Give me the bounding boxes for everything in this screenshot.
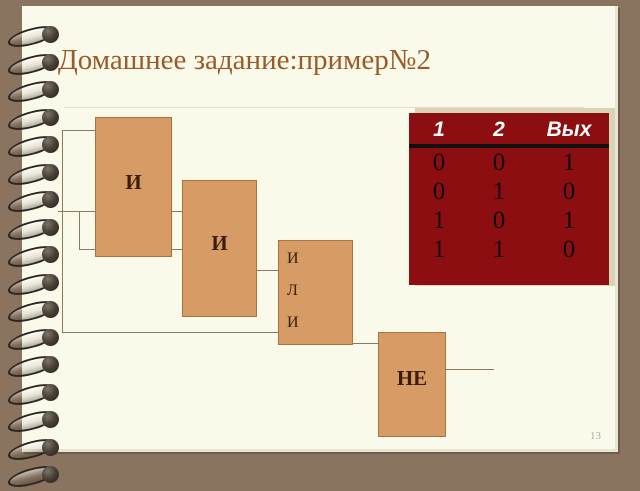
- gate-or-label-line-3: И: [287, 314, 299, 331]
- spiral-ring-bead: [42, 81, 59, 98]
- spiral-ring-bead: [42, 26, 59, 43]
- table-row: 1 1 0: [409, 235, 609, 264]
- spiral-binding: [0, 0, 70, 491]
- cell-in2: 1: [492, 178, 506, 205]
- page-title: Домашнее задание:пример№2: [58, 44, 431, 76]
- gate-and-2[interactable]: И: [182, 180, 257, 317]
- spiral-ring-icon: [8, 22, 64, 51]
- wire-and1-out: [172, 211, 182, 212]
- table-row: 0 1 0: [409, 177, 609, 206]
- title-divider: [64, 107, 584, 108]
- spiral-ring-icon: [8, 214, 64, 244]
- wire-and2-out-to-or: [257, 270, 278, 271]
- cell-in1: 1: [432, 207, 446, 234]
- spiral-ring-bead: [42, 301, 59, 318]
- spiral-ring-icon: [8, 104, 64, 134]
- spiral-ring-icon: [8, 77, 64, 106]
- spiral-ring-icon: [8, 297, 64, 326]
- spiral-ring-bead: [42, 136, 59, 153]
- gate-or-label-line-1: И: [287, 250, 299, 267]
- cell-in2: 1: [492, 236, 506, 263]
- spiral-ring-bead: [42, 218, 59, 236]
- cell-out: 1: [562, 207, 576, 234]
- wire-input2-mid: [58, 211, 96, 212]
- wire-input2-vertical: [79, 211, 80, 250]
- wire-not-output: [446, 369, 494, 370]
- gate-or[interactable]: И Л И: [278, 240, 353, 345]
- logic-circuit-diagram: И И И Л И НЕ: [58, 117, 494, 437]
- spiral-ring-icon: [8, 324, 64, 354]
- spiral-ring-icon: [8, 132, 64, 161]
- cell-out: 1: [562, 149, 576, 176]
- gate-not[interactable]: НЕ: [378, 332, 446, 437]
- spiral-ring-icon: [8, 462, 64, 491]
- spiral-ring-icon: [8, 379, 64, 409]
- cell-out: 0: [562, 178, 576, 205]
- spiral-ring-icon: [8, 352, 64, 381]
- table-header-input-2: 2: [493, 118, 505, 141]
- spiral-ring-icon: [8, 187, 64, 216]
- wire-input1-top: [62, 130, 96, 131]
- spiral-ring-icon: [8, 269, 64, 299]
- spiral-ring-bead: [42, 411, 59, 428]
- spiral-ring-bead: [42, 53, 59, 71]
- slide-canvas: Домашнее задание:пример№2 1 2 Вых 0 0 1 …: [0, 0, 618, 491]
- spiral-ring-bead: [42, 328, 59, 346]
- truth-table: 1 2 Вых 0 0 1 0 1 0 1 0: [409, 113, 609, 285]
- gate-or-label-line-2: Л: [287, 282, 298, 299]
- wire-input1-to-or: [62, 332, 279, 333]
- spiral-ring-icon: [8, 434, 64, 464]
- cell-in2: 0: [492, 207, 506, 234]
- spiral-ring-bead: [42, 191, 59, 208]
- spiral-ring-bead: [42, 246, 59, 263]
- truth-table-header-row: 1 2 Вых: [409, 113, 609, 146]
- spiral-ring-icon: [8, 159, 64, 189]
- cell-in1: 1: [432, 236, 446, 263]
- spiral-ring-bead: [42, 438, 59, 456]
- wire-or-out-to-not: [353, 343, 378, 344]
- spiral-ring-bead: [42, 108, 59, 126]
- spiral-ring-bead: [42, 163, 59, 181]
- wire-input1-vertical: [62, 130, 63, 333]
- spiral-ring-bead: [42, 383, 59, 401]
- table-row: 0 0 1: [409, 146, 609, 177]
- spiral-ring-icon: [8, 242, 64, 271]
- cell-in2: 0: [492, 149, 506, 176]
- spiral-ring-bead: [42, 466, 59, 483]
- table-header-output: Вых: [546, 118, 592, 141]
- spiral-ring-icon: [8, 407, 64, 436]
- page-number: 13: [590, 430, 601, 442]
- wire-input2-to-and1: [79, 249, 96, 250]
- gate-and-1[interactable]: И: [95, 117, 172, 257]
- table-header-input-1: 1: [433, 118, 445, 141]
- spiral-ring-bead: [42, 273, 59, 291]
- gate-and-1-label: И: [125, 170, 142, 194]
- cell-in1: 0: [432, 178, 446, 205]
- spiral-ring-icon: [8, 49, 64, 79]
- cell-in1: 0: [432, 149, 446, 176]
- gate-not-label: НЕ: [396, 366, 428, 390]
- gate-and-2-label: И: [211, 231, 228, 255]
- table-row: 1 0 1: [409, 206, 609, 235]
- cell-out: 0: [562, 236, 576, 263]
- spiral-ring-bead: [42, 356, 59, 373]
